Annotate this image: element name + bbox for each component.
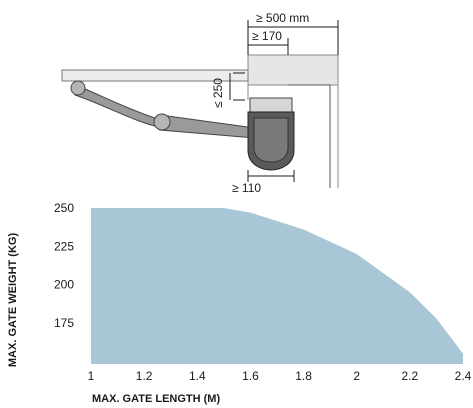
pillar-face [247, 54, 339, 86]
arm-joint-gate [70, 80, 86, 96]
x-tick-label: 1.8 [295, 369, 312, 383]
motor-bracket [249, 97, 293, 113]
x-tick-label: 1.2 [136, 369, 153, 383]
y-tick-labels: 250 225 200 175 [54, 201, 74, 330]
arm-segment-1 [74, 85, 167, 129]
motor-face [253, 117, 289, 163]
y-tick-label: 200 [54, 278, 74, 292]
dim-height: ≤ 250 [211, 78, 225, 108]
x-tick-label: 2 [353, 369, 360, 383]
x-tick-label: 2.2 [402, 369, 419, 383]
dim-bottom: ≥ 110 [232, 181, 261, 195]
installation-diagram: ≥ 500 mm ≥ 170 ≤ 250 ≥ 110 [61, 11, 339, 195]
dim-offset: ≥ 170 [252, 29, 282, 43]
x-tick-label: 2.4 [455, 369, 472, 383]
capacity-area [91, 208, 463, 364]
gate-bar [61, 69, 249, 82]
dim-total-depth: ≥ 500 mm [256, 11, 309, 25]
x-tick-label: 1.4 [189, 369, 206, 383]
wall-step [288, 84, 331, 188]
x-axis-title: MAX. GATE LENGTH (M) [92, 393, 220, 405]
arm-joint-elbow [153, 113, 171, 131]
y-axis-title: MAX. GATE WEIGHT (KG) [7, 233, 19, 368]
x-tick-label: 1 [88, 369, 95, 383]
dimension-lines [229, 20, 339, 182]
x-tick-label: 1.6 [242, 369, 259, 383]
arm-segment-2 [159, 114, 256, 139]
y-tick-label: 250 [54, 201, 74, 215]
x-tick-labels: 1 1.2 1.4 1.6 1.8 2 2.2 2.4 [88, 369, 472, 383]
y-tick-label: 225 [54, 239, 74, 253]
gate-capacity-chart: 250 225 200 175 1 1.2 1.4 1.6 1.8 2 2.2 2.4 MAX. G… [7, 201, 472, 405]
y-tick-label: 175 [54, 316, 74, 330]
